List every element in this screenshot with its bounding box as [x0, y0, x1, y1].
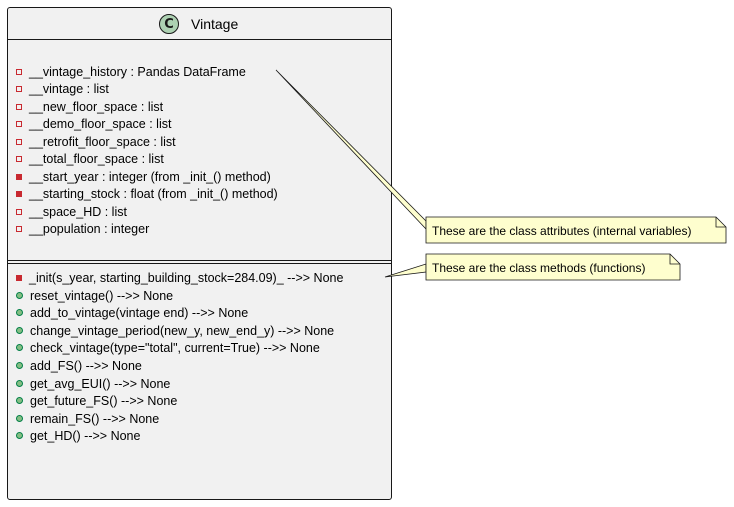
method-text: add_FS() -->> None: [30, 359, 142, 373]
attribute-row: __retrofit_floor_space : list: [16, 134, 176, 150]
attribute-row: __new_floor_space : list: [16, 99, 163, 115]
method-row: check_vintage(type="total", current=True…: [16, 340, 320, 356]
attribute-row: __demo_floor_space : list: [16, 116, 171, 132]
method-row: _init(s_year, starting_building_stock=28…: [16, 270, 343, 286]
private-visibility-icon: [16, 209, 22, 215]
private-visibility-icon: [16, 104, 22, 110]
public-visibility-icon: [16, 380, 23, 387]
private-visibility-icon: [16, 139, 22, 145]
attribute-row: __start_year : integer (from _init_() me…: [16, 169, 271, 185]
methods-note-label-box: These are the class methods (functions): [426, 254, 680, 280]
private-visibility-icon: [16, 275, 22, 281]
section-separator: [8, 260, 391, 261]
method-row: add_to_vintage(vintage end) -->> None: [16, 305, 248, 321]
attribute-text: __space_HD : list: [29, 205, 127, 219]
private-visibility-icon: [16, 191, 22, 197]
method-text: reset_vintage() -->> None: [30, 289, 174, 303]
attributes-note-text: These are the class attributes (internal…: [432, 224, 692, 238]
public-visibility-icon: [16, 362, 23, 369]
attribute-text: __new_floor_space : list: [29, 100, 164, 114]
public-visibility-icon: [16, 344, 23, 351]
public-visibility-icon: [16, 415, 23, 422]
attribute-text: __starting_stock : float (from _init_() …: [29, 187, 278, 201]
attribute-row: __space_HD : list: [16, 204, 127, 220]
attribute-row: __vintage_history : Pandas DataFrame: [16, 64, 246, 80]
attributes-note-label-box: These are the class attributes (internal…: [426, 217, 726, 243]
attribute-row: __vintage : list: [16, 81, 109, 97]
class-header: C Vintage: [8, 8, 391, 40]
attribute-text: __total_floor_space : list: [29, 152, 164, 166]
class-name: Vintage: [191, 16, 239, 32]
method-row: get_future_FS() -->> None: [16, 393, 177, 409]
attribute-row: __population : integer: [16, 221, 149, 237]
attribute-text: __vintage_history : Pandas DataFrame: [29, 65, 246, 79]
private-visibility-icon: [16, 226, 22, 232]
section-separator: [8, 263, 391, 264]
methods-note-text: These are the class methods (functions): [432, 261, 646, 275]
attribute-text: __demo_floor_space : list: [29, 117, 172, 131]
private-visibility-icon: [16, 86, 22, 92]
method-row: get_HD() -->> None: [16, 428, 140, 444]
public-visibility-icon: [16, 397, 23, 404]
method-row: get_avg_EUI() -->> None: [16, 376, 170, 392]
public-visibility-icon: [16, 309, 23, 316]
method-text: remain_FS() -->> None: [30, 412, 160, 426]
private-visibility-icon: [16, 156, 22, 162]
attribute-row: __starting_stock : float (from _init_() …: [16, 186, 278, 202]
method-row: change_vintage_period(new_y, new_end_y) …: [16, 323, 334, 339]
method-text: get_HD() -->> None: [30, 429, 141, 443]
private-visibility-icon: [16, 69, 22, 75]
method-text: check_vintage(type="total", current=True…: [30, 341, 320, 355]
method-row: add_FS() -->> None: [16, 358, 142, 374]
class-box-vintage: C Vintage __vintage_history : Pandas Dat…: [7, 7, 392, 500]
method-text: get_avg_EUI() -->> None: [30, 377, 171, 391]
method-row: remain_FS() -->> None: [16, 411, 159, 427]
public-visibility-icon: [16, 327, 23, 334]
attribute-text: __vintage : list: [29, 82, 109, 96]
method-text: get_future_FS() -->> None: [30, 394, 178, 408]
attribute-row: __total_floor_space : list: [16, 151, 164, 167]
method-row: reset_vintage() -->> None: [16, 288, 173, 304]
public-visibility-icon: [16, 292, 23, 299]
method-text: add_to_vintage(vintage end) -->> None: [30, 306, 249, 320]
attribute-text: __start_year : integer (from _init_() me…: [29, 170, 271, 184]
method-text: change_vintage_period(new_y, new_end_y) …: [30, 324, 335, 338]
public-visibility-icon: [16, 432, 23, 439]
attribute-text: __population : integer: [29, 222, 150, 236]
class-icon: C: [159, 14, 179, 34]
attribute-text: __retrofit_floor_space : list: [29, 135, 176, 149]
private-visibility-icon: [16, 121, 22, 127]
private-visibility-icon: [16, 174, 22, 180]
method-text: _init(s_year, starting_building_stock=28…: [29, 271, 344, 285]
